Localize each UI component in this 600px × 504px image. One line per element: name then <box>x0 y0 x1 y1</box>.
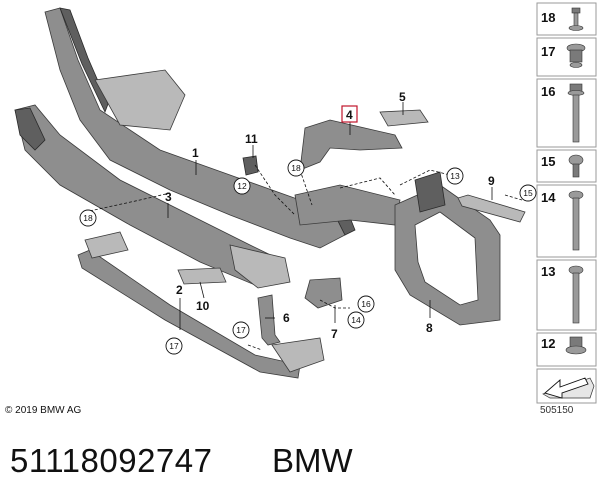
callout-4-box: 4 <box>341 105 358 123</box>
bracket-part-4 <box>299 119 403 171</box>
bracket-part-6 <box>257 294 281 346</box>
parts-diagram: 1 2 3 5 6 7 8 9 10 11 4 12 13 14 15 16 1… <box>14 2 597 404</box>
svg-text:4: 4 <box>346 108 353 122</box>
screw-icon-15 <box>568 154 584 178</box>
assembly-direction-icon <box>542 377 595 399</box>
leader-lines <box>167 102 493 330</box>
circled-callout-14: 14 <box>347 311 365 329</box>
callout-1: 1 <box>192 146 199 160</box>
side-label-15: 15 <box>541 154 555 169</box>
callout-11: 11 <box>245 132 258 146</box>
svg-text:17: 17 <box>236 325 246 335</box>
clip-icon-18 <box>568 7 584 31</box>
bracket-part-10 <box>177 267 227 285</box>
copyright-text: © 2019 BMW AG <box>5 405 82 416</box>
svg-text:17: 17 <box>169 341 179 351</box>
lower-carrier-part <box>14 104 291 289</box>
part-number: 51118092747 <box>10 442 213 479</box>
svg-text:14: 14 <box>351 315 361 325</box>
svg-text:12: 12 <box>237 181 247 191</box>
nut-icon-17 <box>566 43 586 68</box>
circled-callout-17-left: 17 <box>165 337 183 355</box>
lower-strip-part <box>77 231 325 379</box>
callout-5: 5 <box>399 90 406 104</box>
side-label-14: 14 <box>541 190 556 205</box>
radiator-frame-part <box>394 171 501 326</box>
circled-callout-17-right: 17 <box>232 321 250 339</box>
bumper-carrier-part <box>44 7 356 249</box>
crash-beam-connector <box>294 184 401 226</box>
circled-callout-12: 12 <box>233 177 251 195</box>
bolt-icon-13 <box>568 265 584 324</box>
callout-6: 6 <box>283 311 290 325</box>
svg-text:18: 18 <box>291 163 301 173</box>
bolt-icon-16 <box>567 83 585 143</box>
svg-text:15: 15 <box>523 188 533 198</box>
circled-callout-16: 16 <box>357 295 375 313</box>
bracket-part-5 <box>379 109 429 127</box>
side-label-12: 12 <box>541 336 555 351</box>
bolt-icon-14 <box>568 190 584 251</box>
fastener-column <box>536 2 597 404</box>
drawing-number: 505150 <box>540 405 574 416</box>
circled-callout-18-right: 18 <box>287 159 305 177</box>
svg-text:18: 18 <box>83 213 93 223</box>
callout-2: 2 <box>176 283 183 297</box>
callout-10: 10 <box>196 299 210 313</box>
nut-icon-12 <box>565 336 587 355</box>
svg-text:13: 13 <box>450 171 460 181</box>
side-label-17: 17 <box>541 44 555 59</box>
callout-9: 9 <box>488 174 495 188</box>
support-strip-part <box>457 194 526 223</box>
svg-text:16: 16 <box>361 299 371 309</box>
clip-part-11 <box>242 155 259 176</box>
side-label-18: 18 <box>541 10 555 25</box>
callout-3: 3 <box>165 190 172 204</box>
brand-name: BMW <box>272 442 353 479</box>
circled-callout-18-left: 18 <box>79 209 97 227</box>
bracket-part-7 <box>304 277 343 309</box>
callout-8: 8 <box>426 321 433 335</box>
side-label-16: 16 <box>541 84 555 99</box>
circled-callout-15: 15 <box>519 184 537 202</box>
side-label-13: 13 <box>541 264 555 279</box>
circled-callout-13: 13 <box>446 167 464 185</box>
callout-7: 7 <box>331 327 338 341</box>
